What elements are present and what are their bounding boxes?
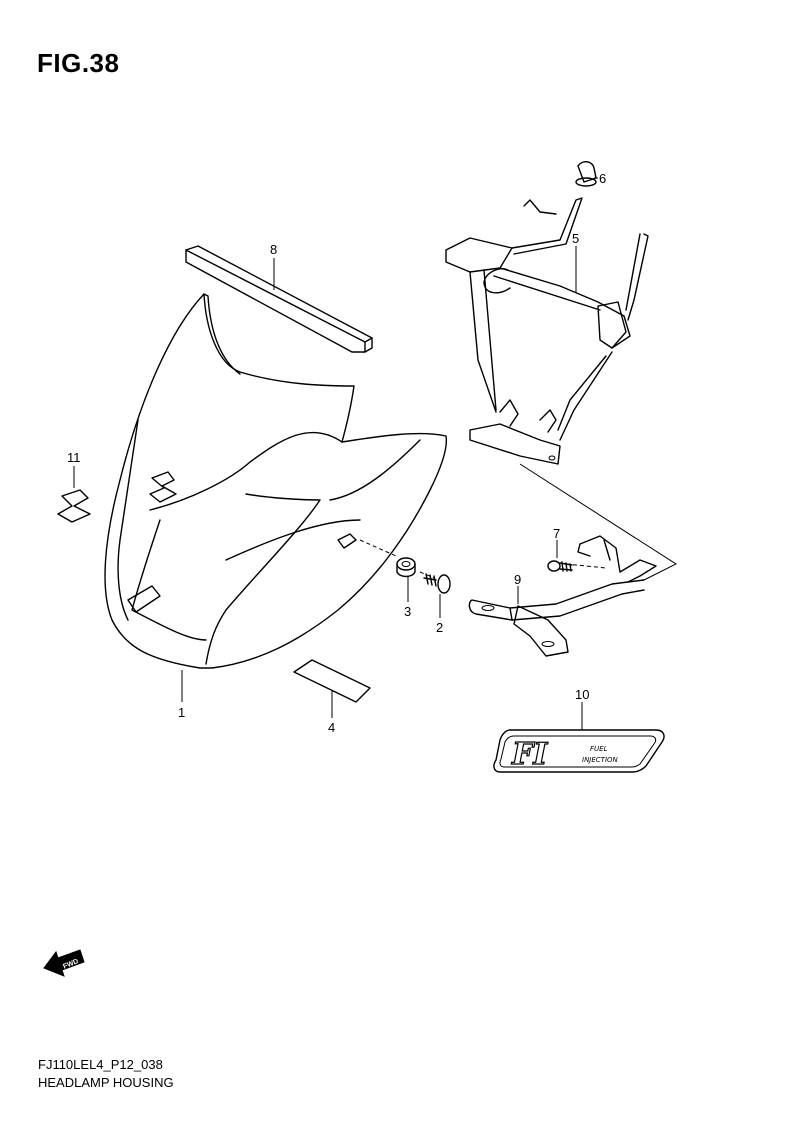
drawing-code: FJ110LEL4_P12_038 [38, 1057, 163, 1072]
callout-2: 2 [436, 620, 443, 635]
emblem-letters: FI [511, 737, 548, 772]
part-2-screw [423, 573, 451, 594]
figure-caption: HEADLAMP HOUSING [38, 1075, 174, 1090]
part-4-sheet [293, 659, 371, 703]
part-7-bolt [547, 560, 573, 572]
part-9-mount-bracket [468, 535, 657, 657]
callout-10: 10 [575, 687, 589, 702]
callout-5: 5 [572, 231, 579, 246]
fwd-arrow-icon: FWD [43, 949, 85, 977]
assembly-line [419, 571, 435, 579]
part-6-clip [575, 161, 597, 187]
footer: FJ110LEL4_P12_038 HEADLAMP HOUSING [38, 1056, 174, 1092]
part-8-foam-strip [185, 245, 373, 353]
callout-1: 1 [178, 705, 185, 720]
callout-6: 6 [599, 171, 606, 186]
callout-3: 3 [404, 604, 411, 619]
assembly-line [519, 463, 678, 581]
callout-9: 9 [514, 572, 521, 587]
leader-lines [73, 177, 598, 730]
part-10-emblem: FI FUEL INJECTION [493, 729, 665, 773]
part-3-grommet [396, 557, 416, 578]
part-5-bracket [445, 197, 649, 465]
part-11-badge [57, 489, 91, 523]
callout-8: 8 [270, 242, 277, 257]
callout-4: 4 [328, 720, 335, 735]
part-1-headlamp-cover [104, 293, 448, 669]
callout-labels: 8 1 2 3 4 5 6 7 9 10 11 [67, 171, 606, 735]
figure-title: FIG.38 [37, 48, 120, 78]
emblem-line2: INJECTION [582, 756, 619, 764]
callout-11: 11 [67, 450, 81, 465]
callout-7: 7 [553, 526, 560, 541]
emblem-line1: FUEL [590, 745, 608, 753]
